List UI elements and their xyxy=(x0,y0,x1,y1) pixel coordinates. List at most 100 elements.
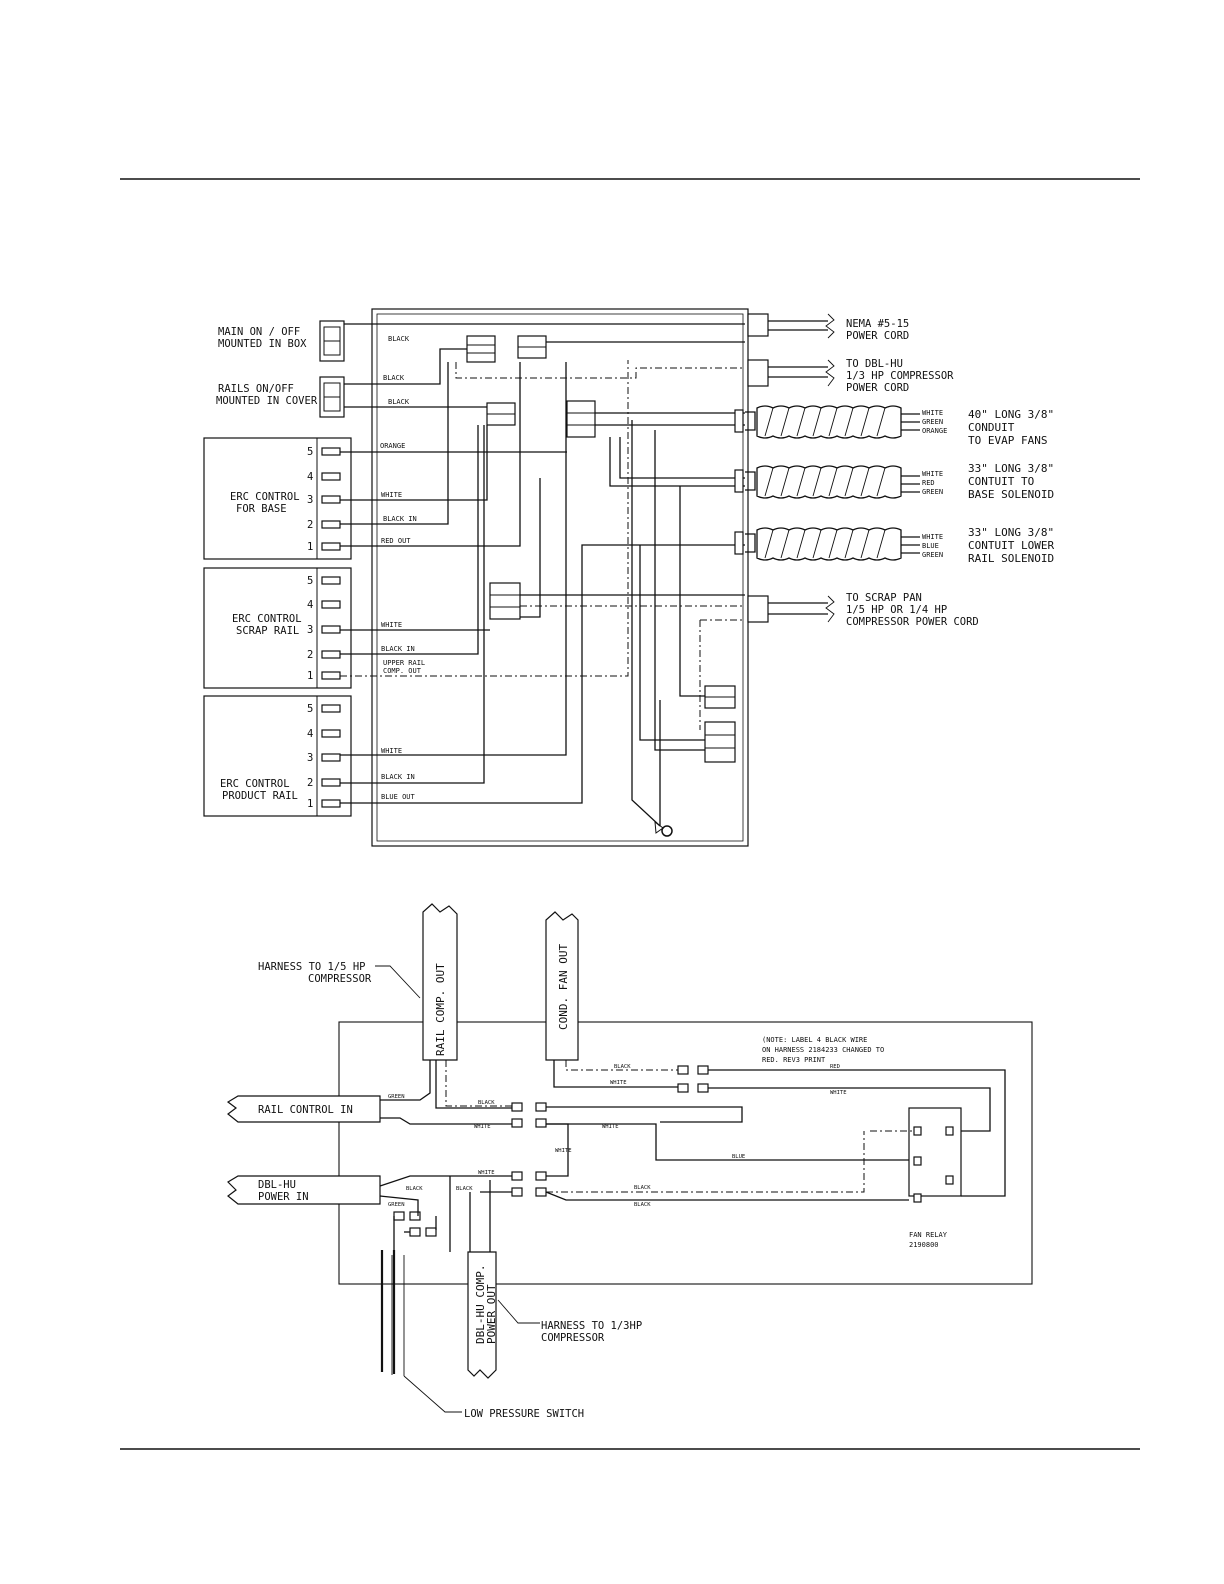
note-line-2: ON HARNESS 2184233 CHANGED TO xyxy=(762,1046,884,1054)
conduit-desc: CONTUIT TO xyxy=(968,475,1034,488)
wire-label: BLACK IN xyxy=(381,773,415,781)
small-wire-label: BLACK xyxy=(634,1202,651,1208)
dblhu-power-in-label-1: DBL-HU xyxy=(258,1179,296,1191)
dblhu-comp-out-label-1: DBL-HU COMP. xyxy=(474,1265,487,1344)
small-wire-label: BLACK xyxy=(406,1186,423,1192)
wire-label: COMP. OUT xyxy=(383,667,422,675)
harness-15-label-1: HARNESS TO 1/5 HP xyxy=(258,961,365,973)
fan-relay-label-2: 2190800 xyxy=(909,1241,939,1249)
scrap-cord-label-3: COMPRESSOR POWER CORD xyxy=(846,616,979,628)
note-line-1: (NOTE: LABEL 4 BLACK WIRE xyxy=(762,1036,867,1044)
dblhu-cord-label-2: 1/3 HP COMPRESSOR xyxy=(846,370,954,382)
pin-label: 3 xyxy=(307,624,313,636)
conduit-desc: TO EVAP FANS xyxy=(968,434,1047,447)
small-wire-label: WHITE xyxy=(610,1080,627,1086)
conduit-wire-label: ORANGE xyxy=(922,427,947,435)
harness-diagram: RAIL COMP. OUT HARNESS TO 1/5 HP COMPRES… xyxy=(226,903,1033,1420)
rail-control-in-label: RAIL CONTROL IN xyxy=(258,1104,353,1116)
cond-fan-out-cable: COND. FAN OUT xyxy=(545,911,579,1061)
nema-label-1: NEMA #5-15 xyxy=(846,318,909,330)
dblhu-cord-label-3: POWER CORD xyxy=(846,382,909,394)
connectors xyxy=(466,335,736,837)
small-wire-label: WHITE xyxy=(830,1090,847,1096)
small-wire-label: WHITE xyxy=(474,1124,491,1130)
conduit-desc: BASE SOLENOID xyxy=(968,488,1054,501)
power-cords: NEMA #5-15 POWER CORD TO DBL-HU 1/3 HP C… xyxy=(747,313,979,628)
control-box-outer xyxy=(371,308,749,847)
pin-label: 2 xyxy=(307,649,313,661)
erc-base-title-2: FOR BASE xyxy=(236,503,287,515)
fan-relay-label-1: FAN RELAY xyxy=(909,1231,948,1239)
harness-connectors xyxy=(393,1065,709,1237)
pin-label: 4 xyxy=(307,599,313,611)
scrap-cord-label-1: TO SCRAP PAN xyxy=(846,592,922,604)
rails-switch: RAILS ON/OFF MOUNTED IN COVER xyxy=(216,376,345,418)
wire-label: BLUE OUT xyxy=(381,793,416,801)
dblhu-cord-label-1: TO DBL-HU xyxy=(846,358,903,370)
erc-base-title-1: ERC CONTROL xyxy=(230,491,300,503)
conduit-wire-label: GREEN xyxy=(922,418,943,426)
pin-label: 5 xyxy=(307,703,313,715)
small-wire-label: WHITE xyxy=(555,1148,572,1154)
rail-comp-out-label: RAIL COMP. OUT xyxy=(434,963,447,1056)
small-wire-label: BLACK xyxy=(634,1185,651,1191)
conduit-desc: RAIL SOLENOID xyxy=(968,552,1054,565)
conduit-wire-label: GREEN xyxy=(922,488,943,496)
conduit-desc: 40" LONG 3/8" xyxy=(968,408,1054,421)
pin-label: 2 xyxy=(307,519,313,531)
pin-label: 3 xyxy=(307,494,313,506)
harness-frame xyxy=(338,1021,1033,1285)
harness-13-label-2: COMPRESSOR xyxy=(541,1332,605,1344)
pin-label: 1 xyxy=(307,670,313,682)
small-wire-label: WHITE xyxy=(602,1124,619,1130)
small-wire-label: GREEN xyxy=(388,1202,405,1208)
harness-13-label-1: HARNESS TO 1/3HP xyxy=(541,1320,642,1332)
harness-wire-labels: GREEN BLACK WHITE WHITE WHITE BLUE WHITE… xyxy=(388,1064,847,1208)
dblhu-power-in-tab: DBL-HU POWER IN xyxy=(227,1175,381,1205)
conduit-wire-label: RED xyxy=(922,479,935,487)
wire-label: BLACK xyxy=(383,374,405,382)
pin-label: 4 xyxy=(307,728,313,740)
wire-label: ORANGE xyxy=(380,442,405,450)
control-box-diagram: MAIN ON / OFF MOUNTED IN BOX RAILS ON/OF… xyxy=(203,308,1054,847)
fan-relay: FAN RELAY 2190800 xyxy=(908,1107,962,1249)
pin-label: 1 xyxy=(307,798,313,810)
erc-product-title-1: ERC CONTROL xyxy=(220,778,290,790)
low-pressure-label: LOW PRESSURE SWITCH xyxy=(464,1408,584,1420)
wire-label: WHITE xyxy=(381,747,402,755)
erc-product-pins: 5 4 3 2 1 xyxy=(307,703,341,810)
small-wire-label: BLACK xyxy=(614,1064,631,1070)
top-wires xyxy=(340,323,745,827)
conduit-desc: CONDUIT xyxy=(968,421,1015,434)
conduit-evap: WHITE GREEN ORANGE 40" LONG 3/8" CONDUIT… xyxy=(734,405,1054,447)
cond-fan-out-label: COND. FAN OUT xyxy=(557,944,570,1030)
rails-switch-label-2: MOUNTED IN COVER xyxy=(216,395,318,407)
conduit-wire-label: WHITE xyxy=(922,470,943,478)
conduit-desc: 33" LONG 3/8" xyxy=(968,462,1054,475)
wire-label: UPPER RAIL xyxy=(383,659,425,667)
wire-label: BLACK IN xyxy=(383,515,417,523)
small-wire-label: WHITE xyxy=(478,1170,495,1176)
wire-label: BLACK IN xyxy=(381,645,415,653)
dblhu-comp-power-out-cable: DBL-HU COMP. POWER OUT HARNESS TO 1/3HP … xyxy=(467,1251,642,1379)
conduit-wire-label: GREEN xyxy=(922,551,943,559)
note-line-3: RED. REV3 PRINT xyxy=(762,1056,826,1064)
erc-block-scrap: ERC CONTROL SCRAP RAIL xyxy=(203,567,352,689)
harness-wires xyxy=(379,1060,1006,1252)
pin-label: 3 xyxy=(307,752,313,764)
low-pressure-switch: LOW PRESSURE SWITCH xyxy=(380,1250,584,1420)
conduit-base: WHITE RED GREEN 33" LONG 3/8" CONTUIT TO… xyxy=(734,462,1054,501)
small-wire-label: BLACK xyxy=(478,1100,495,1106)
conduit-desc: 33" LONG 3/8" xyxy=(968,526,1054,539)
pin-label: 5 xyxy=(307,446,313,458)
main-switch-label-2: MOUNTED IN BOX xyxy=(218,338,307,350)
small-wire-label: RED xyxy=(830,1064,840,1070)
conduit-wire-label: BLUE xyxy=(922,542,939,550)
main-switch: MAIN ON / OFF MOUNTED IN BOX xyxy=(218,320,345,362)
conduit-wire-label: WHITE xyxy=(922,409,943,417)
erc-scrap-title-1: ERC CONTROL xyxy=(232,613,302,625)
scrap-cord-label-2: 1/5 HP OR 1/4 HP xyxy=(846,604,947,616)
small-wire-label: BLUE xyxy=(732,1154,745,1160)
dblhu-comp-out-label-2: POWER OUT xyxy=(485,1284,498,1344)
small-wire-label: GREEN xyxy=(388,1094,405,1100)
